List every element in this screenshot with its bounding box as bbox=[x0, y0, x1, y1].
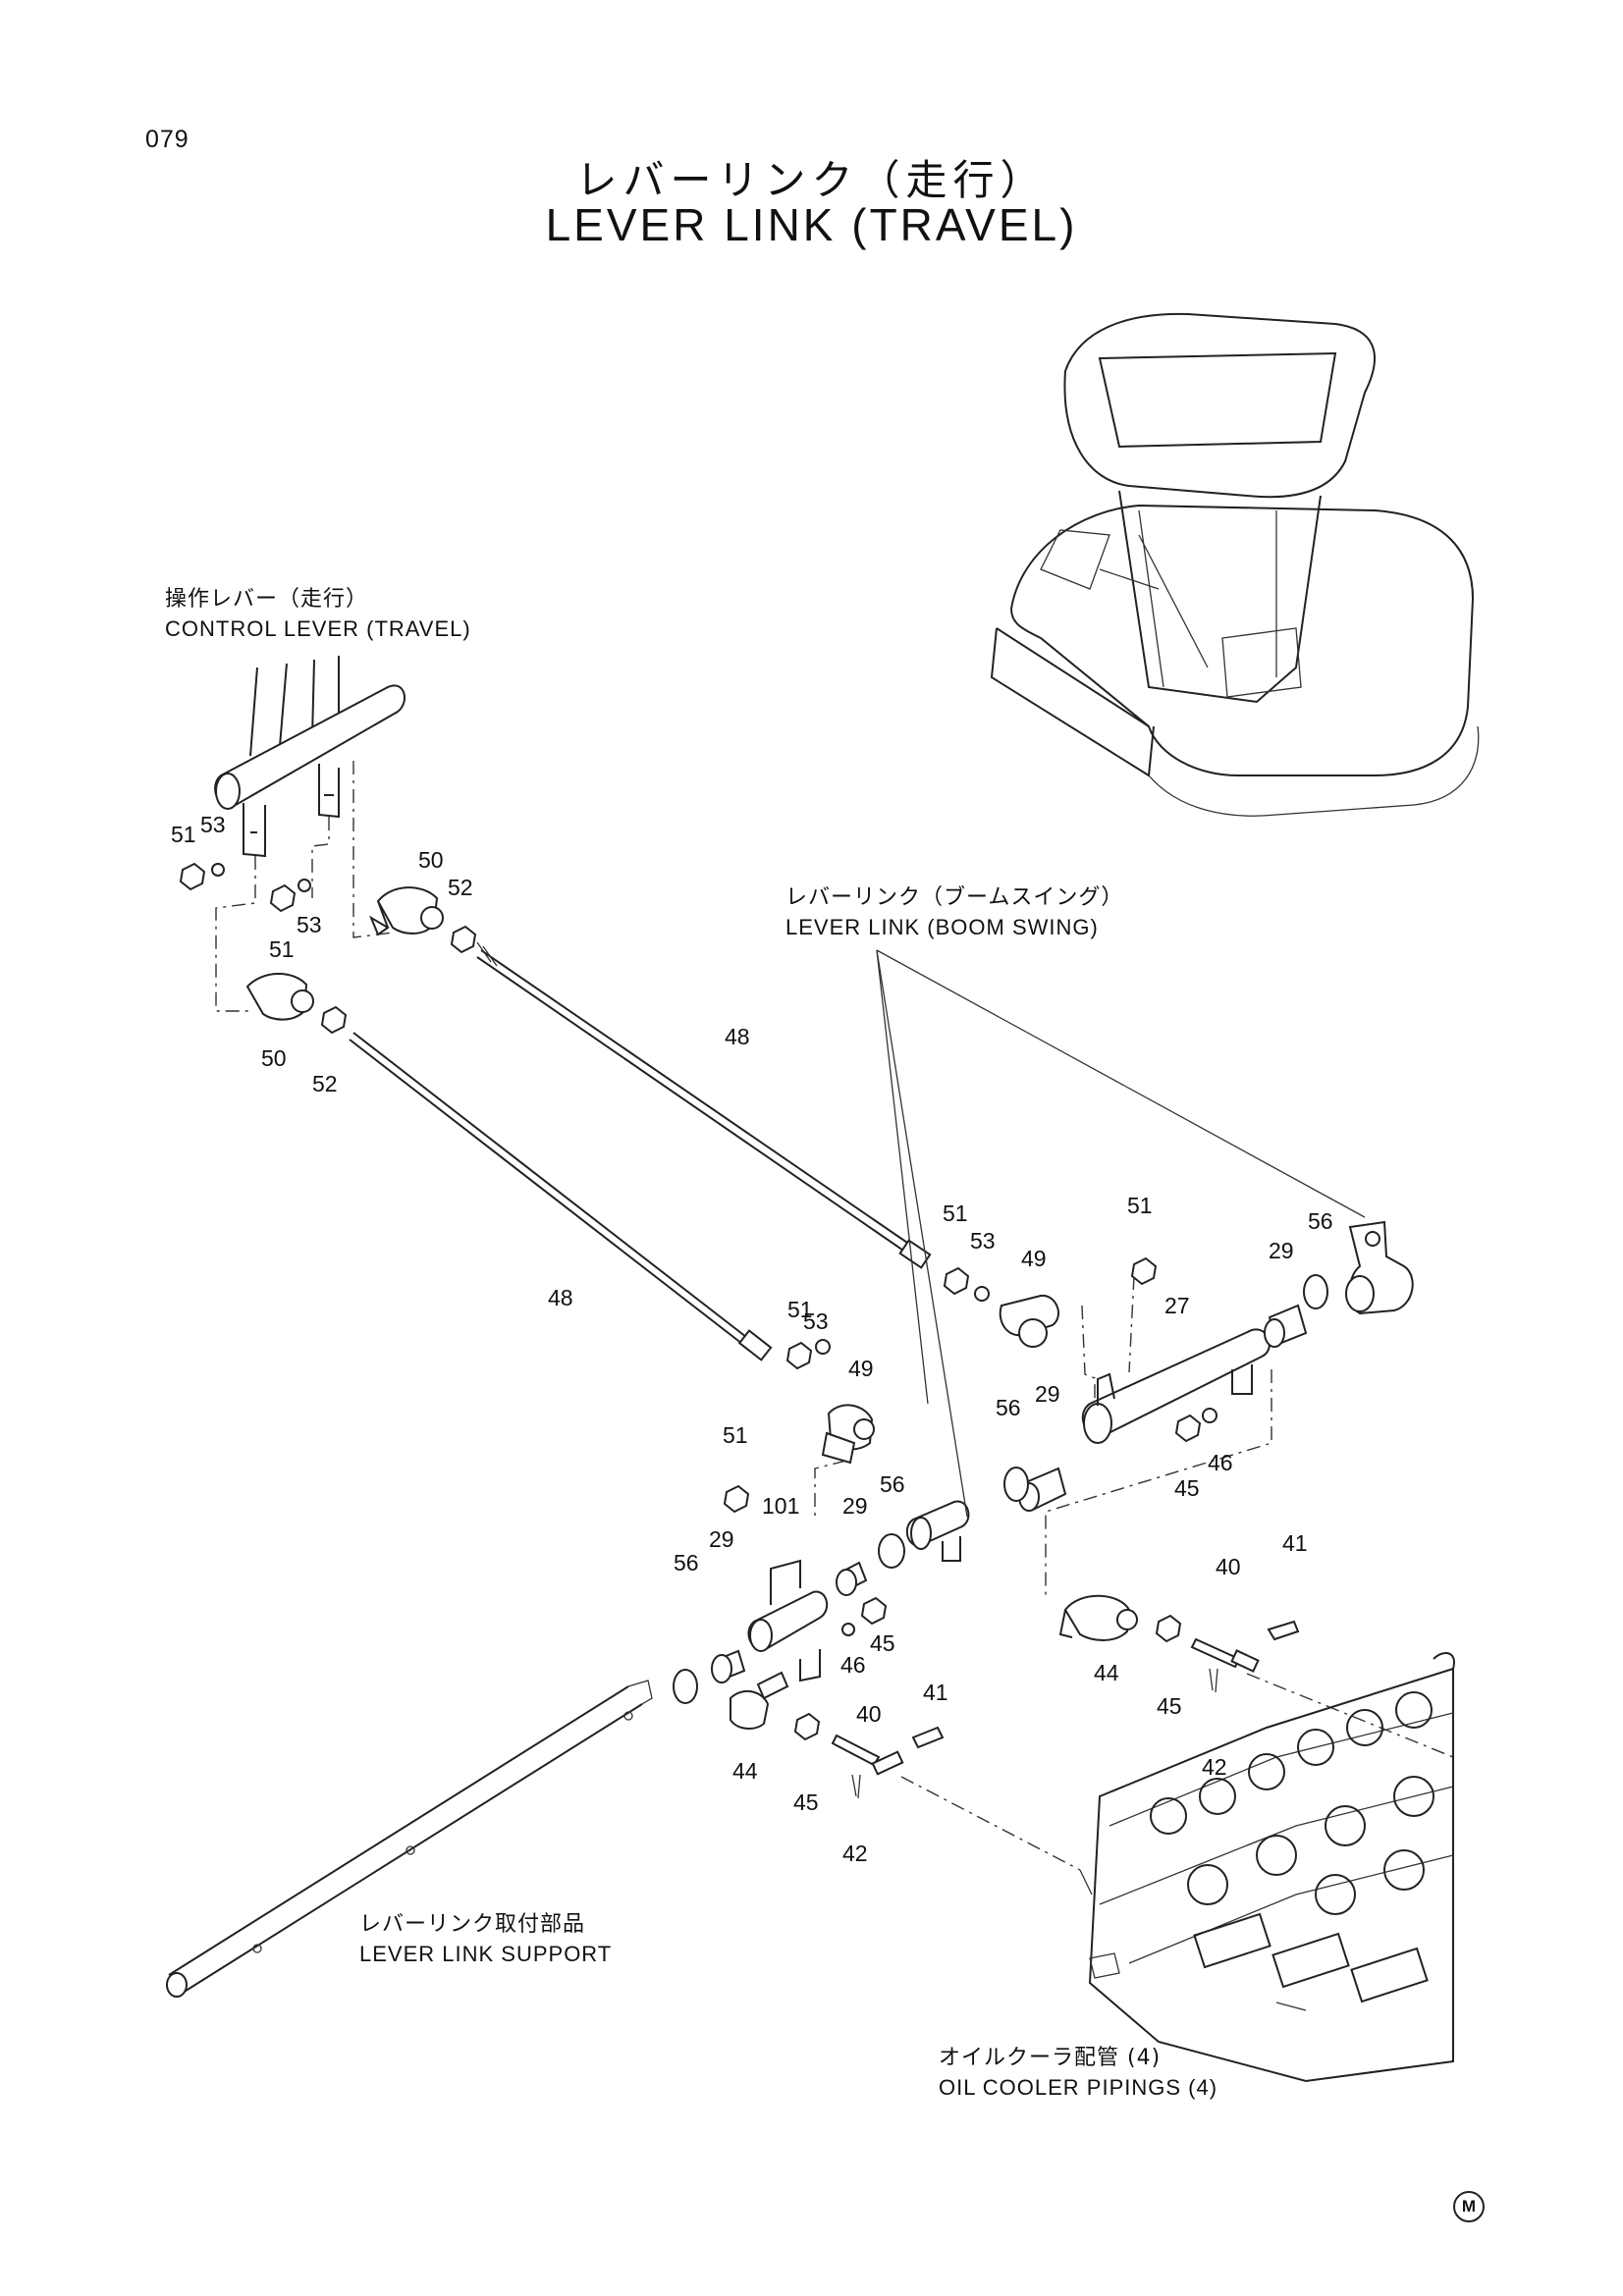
rod-end-lower-right bbox=[1058, 1594, 1454, 1758]
page-number: 079 bbox=[145, 126, 189, 153]
part-number-27: 27 bbox=[1164, 1293, 1190, 1318]
part-number-46: 46 bbox=[840, 1652, 866, 1678]
part-number-51: 51 bbox=[943, 1201, 968, 1226]
part-number-40: 40 bbox=[1216, 1554, 1241, 1579]
part-number-48: 48 bbox=[725, 1024, 750, 1049]
leader-lines bbox=[876, 949, 1366, 1896]
part-number-44: 44 bbox=[732, 1758, 758, 1784]
part-number-53: 53 bbox=[200, 812, 226, 837]
part-number-51: 51 bbox=[787, 1297, 813, 1322]
title-english: LEVER LINK (TRAVEL) bbox=[545, 199, 1078, 250]
part-number-53: 53 bbox=[970, 1228, 996, 1254]
oil-cooler-label-en: OIL COOLER PIPINGS (4) bbox=[939, 2075, 1218, 2100]
boom-swing-label: レバーリンク（ブームスイング） LEVER LINK (BOOM SWING) bbox=[785, 883, 1123, 942]
part-number-45: 45 bbox=[1174, 1475, 1200, 1501]
oil-cooler-label: オイルクーラ配管 (4) OIL COOLER PIPINGS (4) bbox=[939, 2044, 1217, 2103]
part-number-56: 56 bbox=[880, 1471, 905, 1497]
part-number-46: 46 bbox=[1208, 1450, 1233, 1475]
part-number-45: 45 bbox=[1157, 1693, 1182, 1719]
lever-link-support-pipe bbox=[166, 1680, 653, 1998]
lever-link-support-label-jp: レバーリンク取付部品 bbox=[359, 1912, 586, 1937]
lever-link-support-label: レバーリンク取付部品 LEVER LINK SUPPORT bbox=[359, 1910, 612, 1969]
part-number-49: 49 bbox=[1021, 1246, 1047, 1271]
part-number-53: 53 bbox=[803, 1308, 829, 1334]
part-number-56: 56 bbox=[674, 1550, 699, 1575]
lever-link-support-label-en: LEVER LINK SUPPORT bbox=[359, 1942, 613, 1966]
circled-m-icon: M bbox=[1453, 2191, 1485, 2222]
boom-swing-label-jp: レバーリンク（ブームスイング） bbox=[785, 885, 1124, 910]
machine-overview-illustration bbox=[990, 312, 1480, 817]
boom-swing-label-en: LEVER LINK (BOOM SWING) bbox=[785, 915, 1099, 939]
part-number-51: 51 bbox=[171, 822, 196, 847]
part-number-41: 41 bbox=[1282, 1530, 1308, 1556]
rod-end-upper bbox=[368, 886, 477, 954]
part-number-53: 53 bbox=[297, 912, 322, 937]
part-number-42: 42 bbox=[1202, 1754, 1227, 1780]
part-number-51: 51 bbox=[1127, 1193, 1153, 1218]
title-japanese: レバーリンク（走行） bbox=[575, 156, 1048, 204]
part-number-52: 52 bbox=[312, 1071, 338, 1096]
control-lever-label-jp: 操作レバー（走行） bbox=[165, 587, 369, 612]
part-number-42: 42 bbox=[842, 1841, 868, 1866]
lever-link-right-assembly bbox=[943, 1220, 1414, 1600]
part-number-50: 50 bbox=[418, 847, 444, 873]
part-number-44: 44 bbox=[1094, 1660, 1119, 1685]
part-number-51: 51 bbox=[723, 1422, 748, 1448]
rod-48-upper bbox=[476, 941, 932, 1269]
part-number-52: 52 bbox=[448, 875, 473, 900]
part-number-29: 29 bbox=[1269, 1238, 1294, 1263]
part-number-56: 56 bbox=[1308, 1208, 1333, 1234]
lever-link-center-assembly bbox=[673, 1339, 1081, 1871]
rod-48-lower bbox=[349, 1032, 773, 1362]
part-number-40: 40 bbox=[856, 1701, 882, 1727]
part-number-51: 51 bbox=[269, 936, 295, 962]
part-number-41: 41 bbox=[923, 1680, 948, 1705]
part-number-29: 29 bbox=[709, 1526, 734, 1552]
control-lever-label-en: CONTROL LEVER (TRAVEL) bbox=[165, 616, 471, 641]
part-number-48: 48 bbox=[548, 1285, 573, 1310]
control-lever-label: 操作レバー（走行） CONTROL LEVER (TRAVEL) bbox=[165, 585, 471, 644]
part-number-45: 45 bbox=[793, 1789, 819, 1815]
part-number-29: 29 bbox=[1035, 1381, 1060, 1407]
part-number-49: 49 bbox=[848, 1356, 874, 1381]
oil-cooler-label-jp: オイルクーラ配管 (4) bbox=[939, 2046, 1162, 2070]
part-number-56: 56 bbox=[996, 1395, 1021, 1420]
rod-end-lower bbox=[245, 973, 348, 1035]
part-number-29: 29 bbox=[842, 1493, 868, 1519]
part-number-45: 45 bbox=[870, 1630, 895, 1656]
control-lever-illustration bbox=[214, 656, 406, 1012]
part-number-101: 101 bbox=[762, 1493, 799, 1519]
part-number-50: 50 bbox=[261, 1045, 287, 1071]
control-valve-illustration bbox=[1088, 1652, 1455, 2083]
hardware-top-left bbox=[179, 862, 311, 913]
